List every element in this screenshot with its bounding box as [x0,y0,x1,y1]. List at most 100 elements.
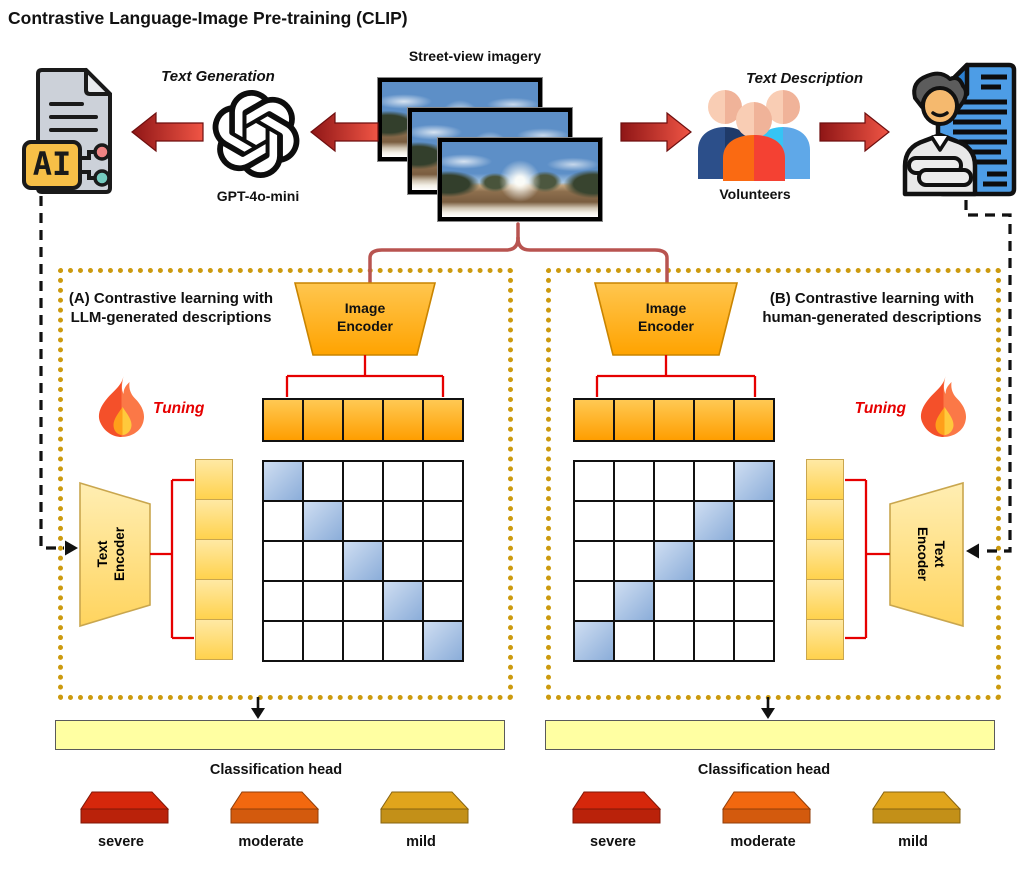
person-face [921,86,959,126]
image-embedding-cell [574,399,614,441]
ai-document-icon: AI [22,68,112,194]
similarity-cell [263,501,303,541]
page-title: Contrastive Language-Image Pre-training … [8,8,408,28]
openai-logo-icon [212,90,300,178]
similarity-cell [383,501,423,541]
tuning-fire-icon [920,376,967,437]
arrow-gpt-to-aidoc [131,111,204,153]
similarity-cell [654,581,694,621]
severity-slab-icon [872,791,962,824]
arrow-images-to-gpt [310,111,379,153]
similarity-cell [734,501,774,541]
similarity-cell [654,621,694,661]
panel-b-classification-head-bar [545,720,995,750]
image-embedding-cell [303,399,343,441]
panel-b-image-encoder-label: Image Encoder [637,300,694,334]
crossed-arm [917,168,973,187]
text-embedding-cell [195,618,233,660]
similarity-cell [343,581,383,621]
similarity-cell [383,461,423,501]
panel-b-heading: (B) Contrastive learning with human-gene… [762,290,982,327]
severity-class-severe: severe [70,790,172,850]
text-embedding-cell [195,538,233,580]
similarity-cell [654,501,694,541]
matched-pair-cell [303,501,343,541]
similarity-cell [303,461,343,501]
matched-pair-cell [654,541,694,581]
panel-b-similarity-matrix [573,460,775,662]
severity-class-mild: mild [370,790,472,850]
panel-b-tuning-label: Tuning [854,400,906,417]
severity-label: mild [406,834,436,850]
similarity-cell [263,581,303,621]
panel-a-heading: (A) Contrastive learning with LLM-genera… [68,290,274,327]
similarity-cell [694,581,734,621]
image-embedding-cell [343,399,383,441]
volunteer-body-orange [723,135,785,181]
circuit-node-teal [93,169,111,187]
panel-a-text-embedding-column [195,458,233,660]
severity-slab-icon [722,791,812,824]
panorama-photo [442,142,598,217]
text-embedding-cell [195,458,233,500]
severity-label: severe [98,834,144,850]
matched-pair-cell [574,621,614,661]
similarity-cell [383,541,423,581]
volunteers-icon [698,90,810,181]
similarity-cell [343,621,383,661]
similarity-cell [303,581,343,621]
similarity-cell [383,621,423,661]
arrow-volunteers-to-annotator [819,111,890,153]
text-embedding-cell [806,458,844,500]
similarity-cell [614,541,654,581]
ai-badge-label: AI [33,145,72,183]
severity-label: moderate [730,834,796,850]
street-view-image-front [437,137,603,222]
panel-a-classification-head-bar [55,720,505,750]
similarity-cell [574,541,614,581]
text-embedding-cell [195,498,233,540]
panel-a-tuning-label: Tuning [153,400,205,417]
matched-pair-cell [614,581,654,621]
image-embedding-cell [734,399,774,441]
similarity-cell [694,621,734,661]
similarity-cell [263,541,303,581]
similarity-cell [423,501,463,541]
similarity-cell [734,581,774,621]
image-embedding-cell [383,399,423,441]
severity-slab-icon [572,791,662,824]
severity-label: severe [590,834,636,850]
similarity-cell [694,461,734,501]
matched-pair-cell [694,501,734,541]
similarity-cell [614,461,654,501]
panel-a-similarity-matrix [262,460,464,662]
volunteer-head [766,90,800,124]
volunteer-head [708,90,742,124]
tuning-fire-icon [98,376,145,437]
severity-label: moderate [238,834,304,850]
text-embedding-cell [806,618,844,660]
panel-b-output-arrowhead [761,708,775,719]
panel-a-image-encoder-label: Image Encoder [336,300,393,334]
text-embedding-cell [195,578,233,620]
similarity-cell [614,501,654,541]
volunteer-head [736,102,772,138]
panel-a-severity-classes: severe moderate mild [70,790,472,850]
ai-badge [22,140,82,190]
annotator-document-icon [902,62,1017,197]
similarity-cell [303,621,343,661]
matched-pair-cell [263,461,303,501]
severity-class-moderate: moderate [712,790,814,850]
panel-a-image-embedding-row [262,398,464,442]
similarity-cell [654,461,694,501]
similarity-cell [423,461,463,501]
text-description-label: Text Description [746,70,863,87]
image-embedding-cell [614,399,654,441]
volunteers-label: Volunteers [719,186,791,202]
severity-slab-icon [80,791,170,824]
panel-a-output-arrowhead [251,708,265,719]
similarity-cell [303,541,343,581]
similarity-cell [614,621,654,661]
